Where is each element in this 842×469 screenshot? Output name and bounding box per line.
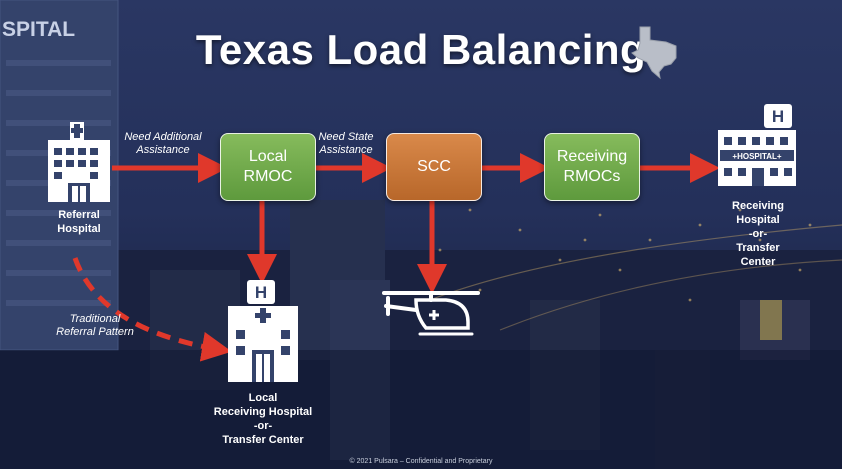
need-additional-line1: Need Additional [124, 131, 202, 143]
local-hospital-icon: H [228, 280, 298, 382]
referral-line2: Hospital [57, 223, 101, 235]
local-rmoc-line1: Local [248, 148, 288, 165]
helicopter-icon [382, 291, 480, 336]
receiving-rmocs-line1: Receiving [556, 148, 628, 165]
receiving-rmocs-line2: RMOCs [563, 168, 621, 185]
traditional-line1: Traditional [69, 313, 121, 325]
scc-label: SCC [417, 158, 451, 175]
receiving-hospital-label: Receiving Hospital -or- Transfer Center [720, 199, 796, 269]
scc-box: SCC [386, 133, 482, 201]
receiving-hosp-line3: -or- [748, 228, 768, 240]
local-receiving-line3: -or- [253, 420, 273, 432]
building-sign: SPITAL [2, 18, 75, 41]
hospital-sign-text: +HOSPITAL+ [732, 152, 782, 161]
receiving-hosp-line5: Center [740, 256, 776, 268]
need-additional-line2: Assistance [136, 144, 190, 156]
slide-title: Texas Load Balancing [0, 26, 842, 74]
receiving-h-sign: H [772, 107, 784, 126]
arrow-traditional-dashed [72, 257, 232, 362]
title-text: Texas Load Balancing [195, 26, 647, 73]
receiving-hospital-icon: H +HOSPITAL+ [718, 104, 796, 186]
local-rmoc-line2: RMOC [243, 168, 293, 185]
receiving-hosp-line2: Hospital [736, 214, 780, 226]
texas-icon [631, 26, 677, 80]
footer-copyright: © 2021 Pulsara – Confidential and Propri… [349, 458, 493, 465]
local-receiving-label: Local Receiving Hospital -or- Transfer C… [198, 391, 328, 447]
traditional-line2: Referral Pattern [56, 326, 134, 338]
receiving-hosp-line4: Transfer [736, 242, 780, 254]
need-state-line1: Need State [318, 131, 374, 143]
referral-hospital-icon [48, 122, 110, 202]
receiving-hosp-line1: Receiving [732, 200, 784, 212]
local-receiving-line4: Transfer Center [222, 434, 304, 446]
referral-line1: Referral [58, 209, 100, 221]
local-receiving-line1: Local [248, 392, 278, 404]
need-state-line2: Assistance [319, 144, 373, 156]
local-h-sign: H [255, 283, 267, 302]
local-receiving-line2: Receiving Hospital [213, 406, 313, 418]
